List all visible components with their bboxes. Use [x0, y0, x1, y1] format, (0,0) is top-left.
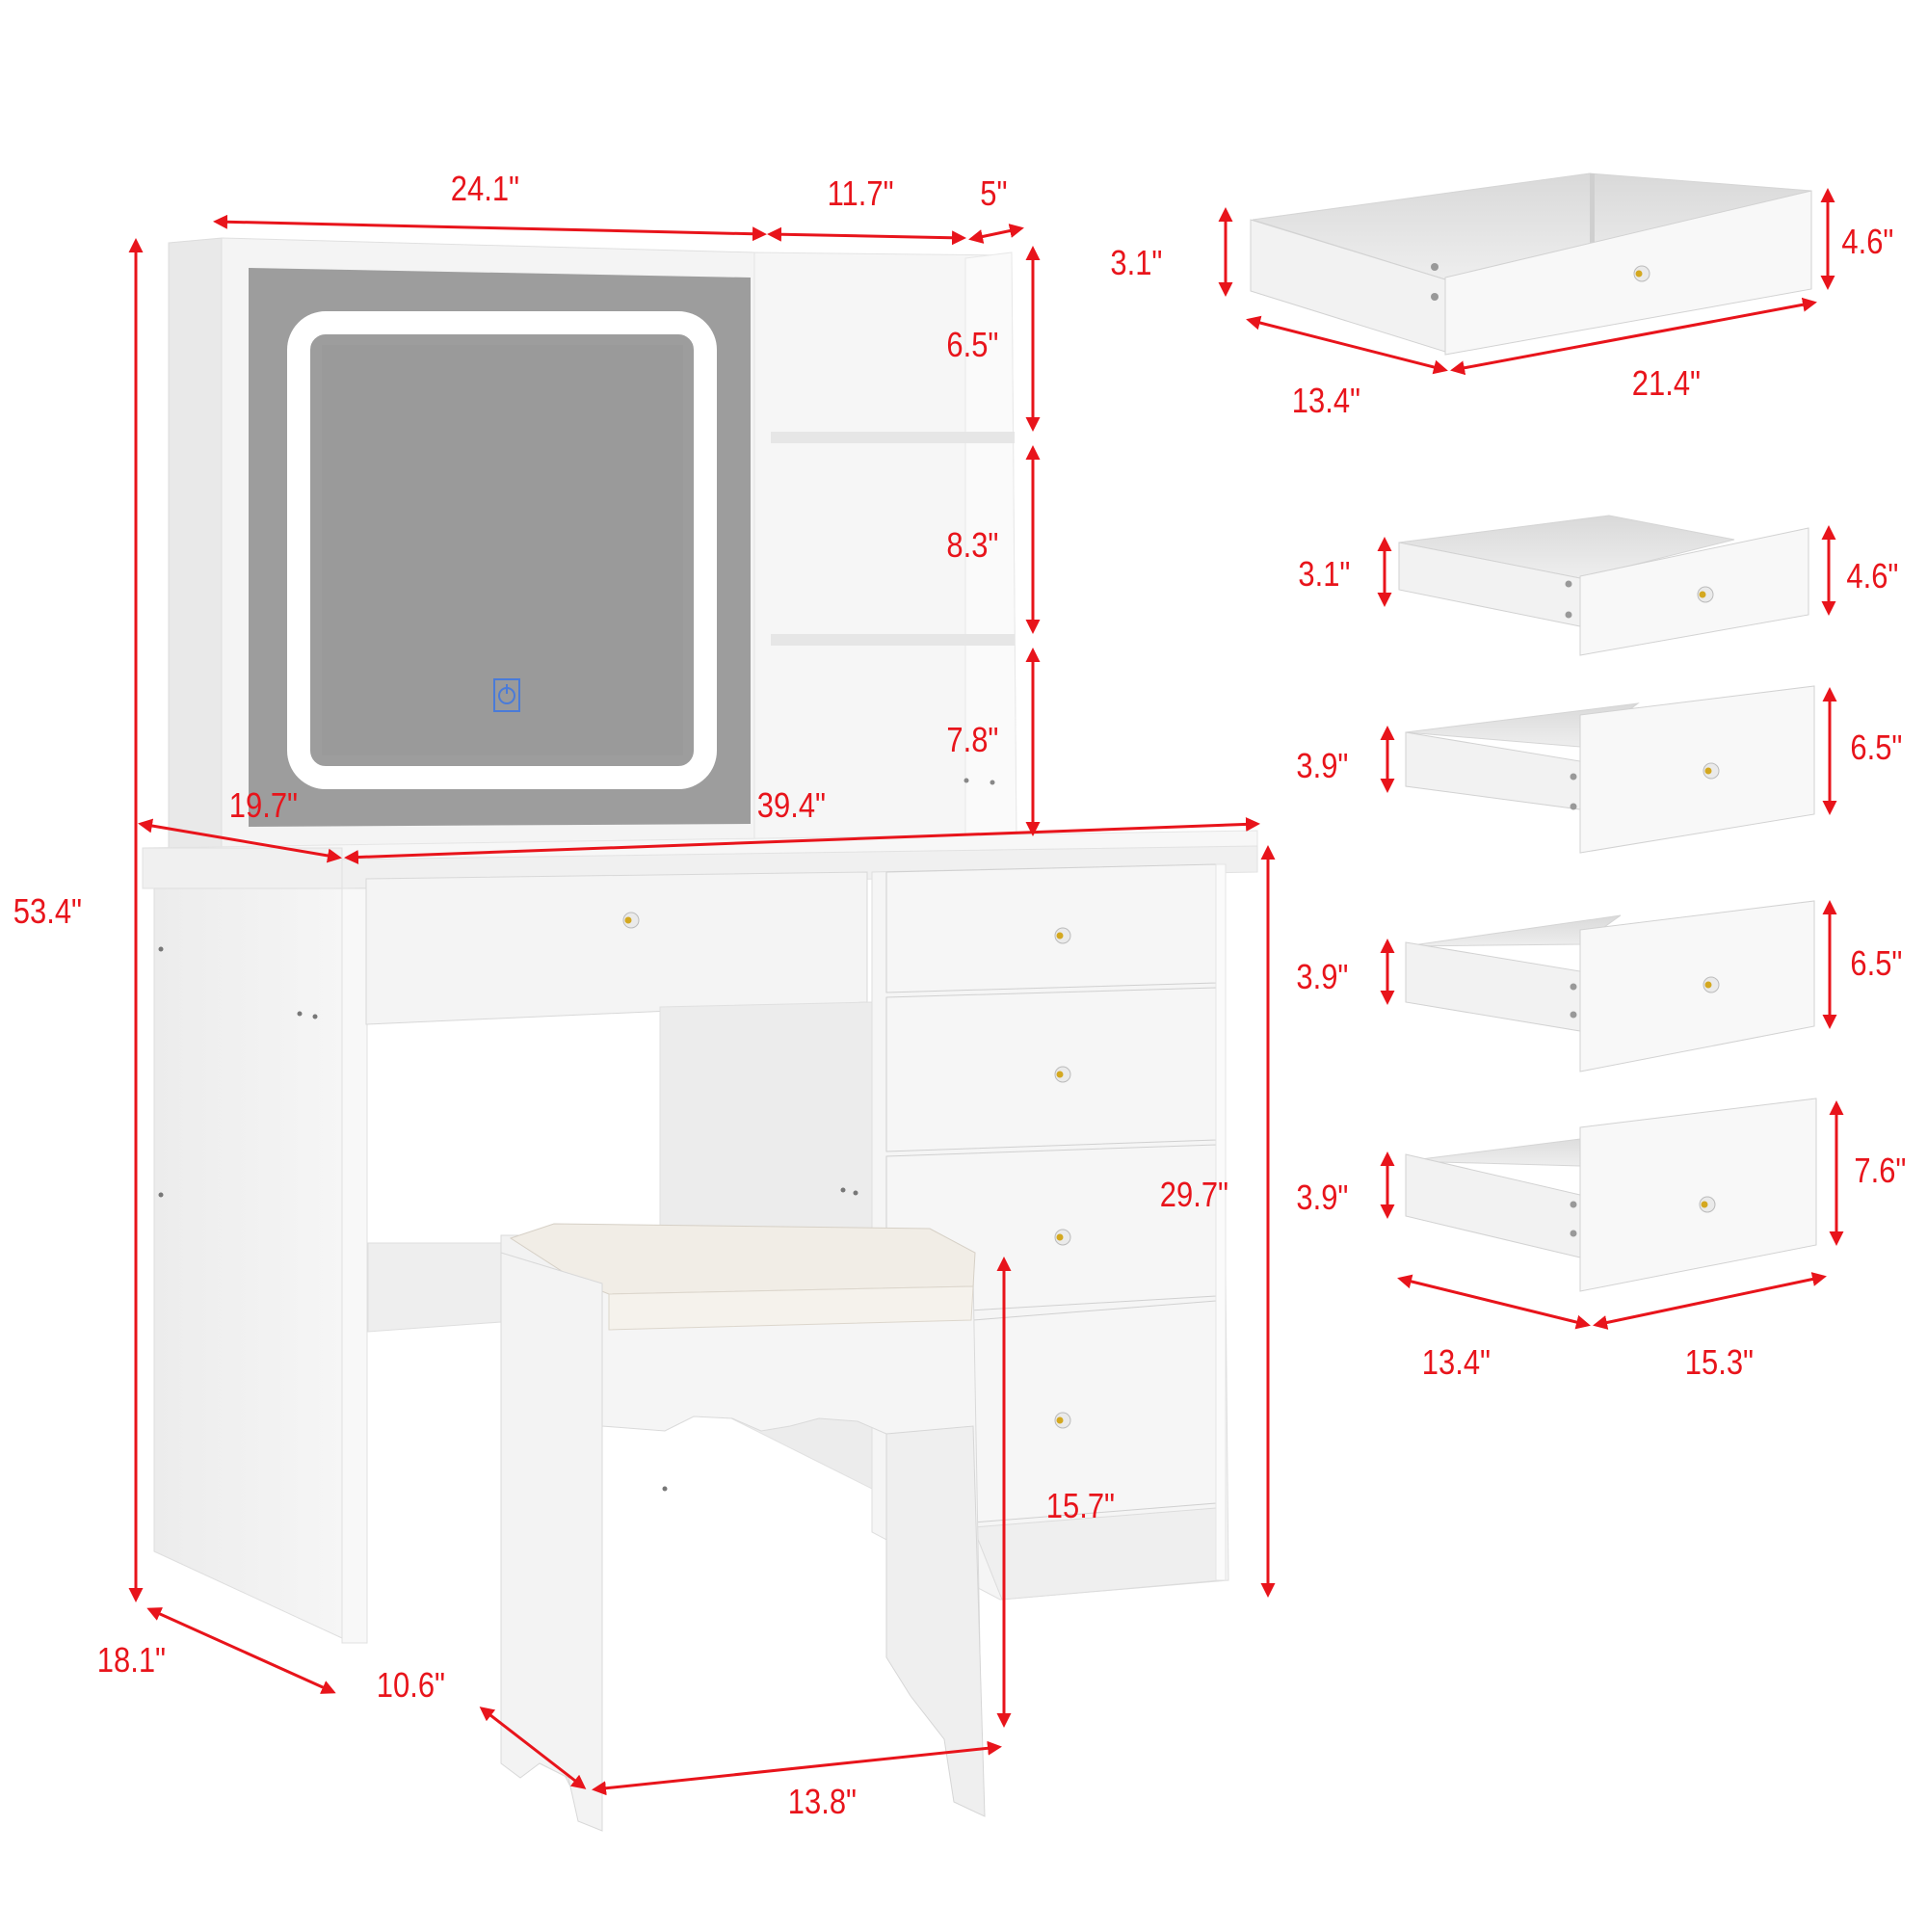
knob-icon — [1054, 1412, 1071, 1429]
drawer-2-front-height-label: 4.6" — [1846, 556, 1899, 595]
drawer-4-front-height-label: 6.5" — [1850, 943, 1903, 983]
knob-icon — [1633, 265, 1650, 282]
power-icon[interactable] — [493, 678, 520, 712]
desk-depth-label: 19.7" — [228, 785, 299, 825]
drawer-3-side-height-label: 3.9" — [1296, 746, 1349, 785]
hutch-left-panel — [168, 237, 223, 854]
drawer-5-front-height-label: 7.6" — [1854, 1151, 1907, 1190]
drawer-5-side-height-label: 3.9" — [1296, 1178, 1349, 1217]
drawer-medium-1 — [1405, 685, 1815, 854]
drawer-small — [1398, 515, 1809, 656]
drawer-2-side-height-label: 3.1" — [1298, 554, 1351, 594]
stool-height-label: 15.7" — [1045, 1486, 1116, 1525]
dimension-lines — [128, 188, 1844, 1796]
drawer-1[interactable] — [885, 863, 1217, 993]
drawer-deep — [1405, 1098, 1817, 1292]
vanity — [142, 237, 1258, 1832]
stool-depth-label: 10.6" — [376, 1665, 446, 1705]
stool-width-label: 13.8" — [787, 1782, 858, 1821]
shelf-height-1-label: 6.5" — [946, 325, 999, 364]
drawer-medium-2 — [1405, 900, 1815, 1072]
drawer-column-side — [1215, 863, 1227, 1581]
left-leg-panel — [153, 887, 367, 1644]
base-depth-label: 18.1" — [96, 1640, 167, 1680]
desk-width-label: 39.4" — [756, 785, 827, 825]
drawer-1-depth-label: 13.4" — [1291, 381, 1361, 420]
knob-icon — [1054, 927, 1071, 944]
left-leg-front — [341, 887, 368, 1644]
drawer-illustrations — [1250, 172, 1817, 1292]
stool-left-leg — [500, 1252, 603, 1832]
drawer-3-front-height-label: 6.5" — [1850, 728, 1903, 767]
knob-icon — [1703, 762, 1720, 780]
knob-icon — [1703, 976, 1720, 993]
drawer-large — [1250, 172, 1812, 356]
knob-icon — [1054, 1229, 1071, 1246]
stool-cushion-front — [608, 1285, 974, 1331]
shelf-height-3-label: 7.8" — [946, 720, 999, 759]
shelf-board-2 — [771, 634, 1015, 646]
drawer-4-side-height-label: 3.9" — [1296, 957, 1349, 996]
knob-icon — [1697, 586, 1714, 603]
knob-icon — [622, 912, 640, 929]
drawer-5-depth-label: 13.4" — [1421, 1342, 1491, 1382]
led-mirror-ring — [287, 311, 717, 789]
stool — [500, 1223, 986, 1832]
drawer-5-width-label: 15.3" — [1684, 1342, 1755, 1382]
drawer-1-side-height-label: 3.1" — [1110, 243, 1163, 282]
shelf-board-1 — [771, 432, 1015, 443]
drawer-1-width-label: 21.4" — [1631, 363, 1702, 403]
desk-crossbar — [367, 1242, 502, 1333]
drawer-1-front-height-label: 4.6" — [1841, 222, 1894, 261]
knob-icon — [1054, 1066, 1071, 1083]
mirror-width-label: 24.1" — [450, 169, 520, 208]
shelf-height-2-label: 8.3" — [946, 525, 999, 565]
shelf-width-label: 11.7" — [827, 173, 894, 213]
knob-icon — [1699, 1196, 1716, 1213]
shelf-depth-label: 5" — [980, 173, 1008, 213]
drawer-2[interactable] — [885, 987, 1217, 1152]
mirror-glass — [322, 345, 683, 755]
desk-height-label: 29.7" — [1159, 1175, 1229, 1214]
center-drawer[interactable] — [365, 871, 868, 1025]
overall-height-label: 53.4" — [13, 891, 83, 931]
